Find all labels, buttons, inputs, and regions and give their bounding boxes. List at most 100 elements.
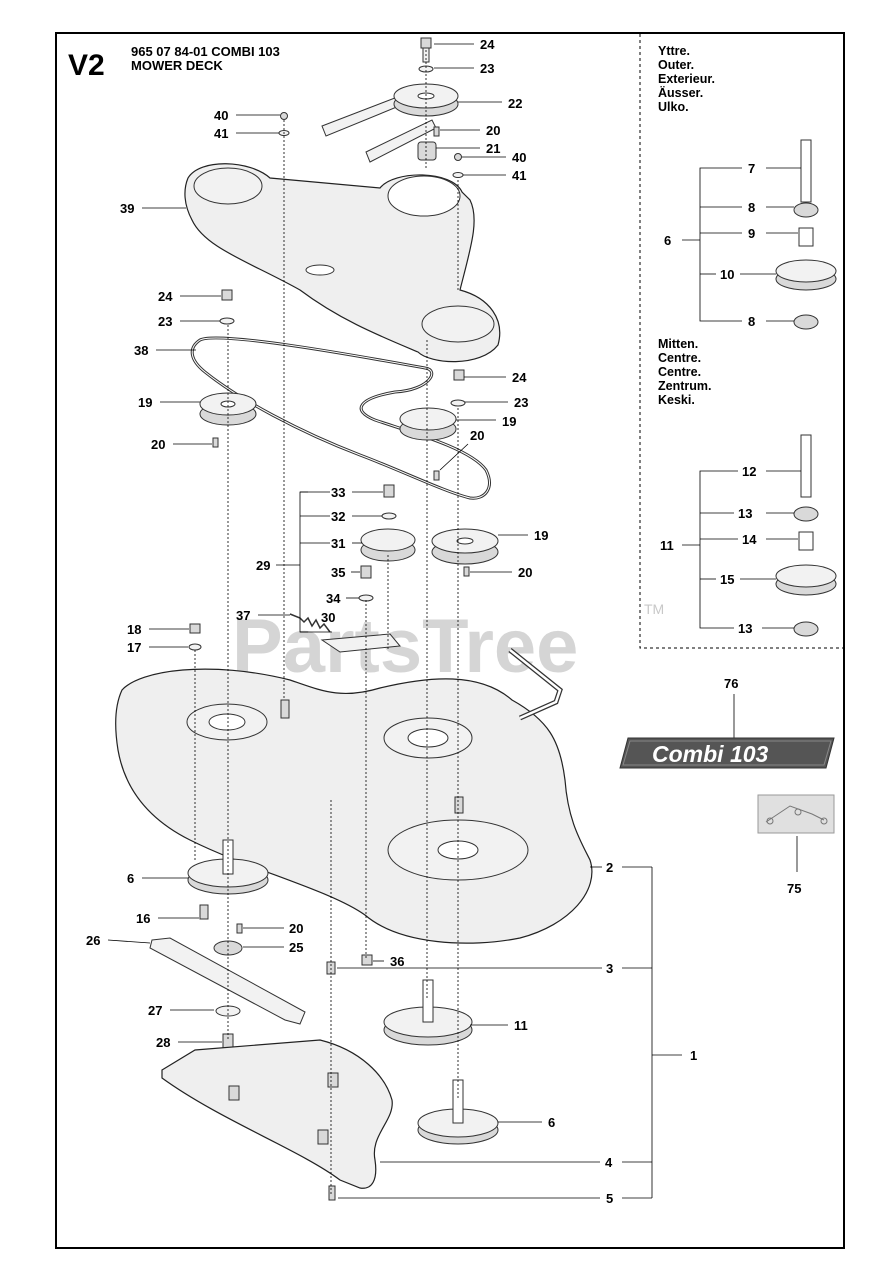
callout-2: 2: [606, 860, 613, 875]
watermark-tm: TM: [644, 601, 664, 617]
callout-36: 36: [390, 954, 404, 969]
inset-centre-label-de: Zentrum.: [658, 379, 711, 393]
callout-11: 11: [514, 1018, 528, 1033]
bearing-8-lower: [793, 314, 819, 330]
belt-22-left: [321, 95, 405, 137]
deck-housing-2: [115, 668, 593, 944]
callout-30: 30: [321, 610, 335, 625]
nut-18: [189, 623, 201, 634]
callout-25: 25: [289, 940, 303, 955]
key-20-right: [463, 566, 470, 577]
callout-24: 24: [512, 370, 527, 385]
spring-37: [289, 613, 331, 633]
screw-40-right: [454, 153, 462, 161]
callout-7: 7: [748, 161, 755, 176]
callout-13: 13: [738, 506, 752, 521]
baffle-4: [161, 1039, 393, 1189]
callout-35: 35: [331, 565, 345, 580]
deck-post: [280, 699, 290, 719]
callout-23: 23: [480, 61, 494, 76]
callout-29: 29: [256, 558, 270, 573]
washer-23-centre: [450, 399, 466, 407]
callout-41: 41: [214, 126, 228, 141]
callout-9: 9: [748, 226, 755, 241]
diagram-title: MOWER DECK: [131, 58, 223, 73]
callout-3: 3: [606, 961, 613, 976]
callout-23: 23: [158, 314, 172, 329]
key-20-top: [433, 126, 440, 137]
label-75-belt-icon: [765, 805, 825, 823]
callout-6: 6: [127, 871, 134, 886]
callout-21: 21: [486, 141, 500, 156]
bearing-13-lower: [793, 621, 819, 637]
bolt-35: [360, 565, 372, 579]
inset-border: [639, 34, 843, 649]
screw-40-left: [280, 112, 288, 120]
inset-centre-label-se: Mitten.: [658, 337, 698, 351]
washer-32: [381, 512, 397, 520]
callout-6: 6: [664, 233, 671, 248]
callout-11: 11: [660, 538, 674, 553]
callout-33: 33: [331, 485, 345, 500]
bearing-13-upper: [793, 506, 819, 522]
decal-combi-103: [619, 737, 835, 769]
callout-8: 8: [748, 200, 755, 215]
bolt-16: [199, 904, 209, 920]
callout-19: 19: [138, 395, 152, 410]
key-20-left: [212, 437, 219, 448]
bolt-5: [328, 1185, 336, 1201]
callout-20: 20: [470, 428, 484, 443]
callout-16: 16: [136, 911, 150, 926]
blade-adapter-25: [213, 940, 243, 956]
inset-outer-label-en: Outer.: [658, 58, 694, 72]
callout-32: 32: [331, 509, 345, 524]
spindle-shaft-12: [800, 434, 812, 498]
callout-20: 20: [486, 123, 500, 138]
bolt-24-centre: [453, 369, 465, 381]
spacer-14: [798, 531, 814, 551]
callout-24: 24: [158, 289, 173, 304]
bolt-33: [383, 484, 395, 498]
callout-5: 5: [606, 1191, 613, 1206]
callout-37: 37: [236, 608, 250, 623]
callout-28: 28: [156, 1035, 170, 1050]
callout-76: 76: [724, 676, 738, 691]
watermark: PartsTree: [232, 604, 578, 689]
section-code: V2: [68, 49, 105, 82]
callout-20: 20: [518, 565, 532, 580]
callout-8: 8: [748, 314, 755, 329]
callout-15: 15: [720, 572, 734, 587]
callout-27: 27: [148, 1003, 162, 1018]
key-20-lower: [236, 923, 243, 934]
page-frame: [55, 32, 845, 1249]
inset-centre-spindle: Mitten. Centre. Centre. Zentrum. Keski. …: [658, 337, 837, 637]
key-20-centre: [433, 470, 440, 481]
spacer-21: [417, 141, 437, 161]
callout-23: 23: [514, 395, 528, 410]
callout-20: 20: [289, 921, 303, 936]
callout-41: 41: [512, 168, 526, 183]
callout-4: 4: [605, 1155, 613, 1170]
callout-17: 17: [127, 640, 141, 655]
inset-centre-label-en: Centre.: [658, 351, 701, 365]
bolt-28: [222, 1033, 234, 1049]
callout-13: 13: [738, 621, 752, 636]
blade-26: [149, 937, 306, 1025]
callout-18: 18: [127, 622, 141, 637]
callout-19: 19: [534, 528, 548, 543]
callout-38: 38: [134, 343, 148, 358]
washer-17: [188, 643, 202, 651]
washer-41-right: [452, 172, 464, 178]
callout-20: 20: [151, 437, 165, 452]
callout-1: 1: [690, 1048, 697, 1063]
idler-arm-30: [320, 633, 401, 653]
inset-outer-label-de: Äusser.: [658, 85, 703, 100]
callout-75: 75: [787, 881, 801, 896]
callout-40: 40: [512, 150, 526, 165]
nut-36: [361, 954, 373, 966]
callout-24: 24: [480, 37, 495, 52]
callout-10: 10: [720, 267, 734, 282]
callout-14: 14: [742, 532, 757, 547]
